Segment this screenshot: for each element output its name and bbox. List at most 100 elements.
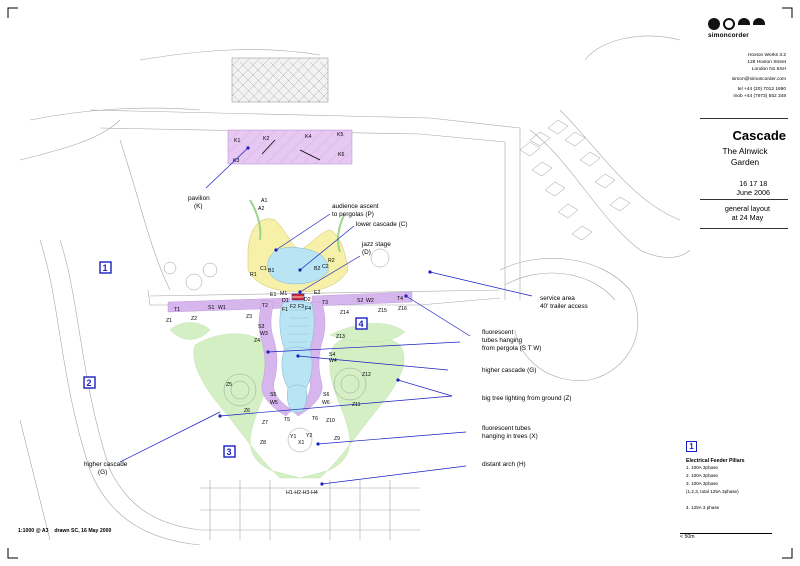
svg-text:pavilion: pavilion — [188, 195, 210, 202]
code-y1: Y1 — [290, 434, 296, 440]
tree-circles — [163, 248, 390, 453]
code-w4: W4 — [329, 358, 337, 364]
project-subtitle: The Alnwick Garden — [722, 146, 768, 167]
project-date: 16 17 18 June 2006 — [736, 179, 770, 197]
scale-line — [680, 533, 772, 534]
divider — [700, 228, 788, 229]
code-e1: E1 — [270, 292, 276, 298]
code-s5: S5 — [270, 392, 276, 398]
code-z3: Z3 — [246, 314, 252, 320]
code-k6: K6 — [338, 152, 344, 158]
code-z10: Z10 — [326, 418, 335, 424]
logo-dot-icon — [708, 18, 720, 30]
code-z15: Z15 — [378, 308, 387, 314]
legend-heading: Electrical Feeder Pillars — [686, 458, 745, 464]
code-w1: W1 — [218, 305, 226, 311]
svg-text:fluorescent tubes: fluorescent tubes — [482, 425, 531, 432]
callout-lower-cascade: lower cascade (C) — [356, 221, 408, 228]
svg-text:tubes hanging: tubes hanging — [482, 337, 523, 344]
code-s4: S4 — [329, 352, 335, 358]
stage-marker — [291, 293, 305, 301]
amphitheatre — [247, 199, 349, 293]
code-w5: W5 — [270, 400, 278, 406]
code-z16: Z16 — [398, 306, 407, 312]
logo-half-dot-icon — [753, 18, 765, 30]
project-description: general layout at 24 May — [724, 204, 770, 222]
code-t6: T6 — [312, 416, 318, 422]
code-z6: Z6 — [244, 408, 250, 414]
code-d1: D1 — [282, 298, 289, 304]
legend: 1 Electrical Feeder Pillars 1. 100A 3pha… — [686, 436, 786, 512]
code-z2: Z2 — [191, 316, 197, 322]
code-z4: Z4 — [254, 338, 260, 344]
svg-text:3: 3 — [227, 447, 232, 457]
firm-name: simoncorder — [708, 32, 749, 39]
pillar-box-2: 2 — [83, 376, 96, 389]
code-t3: T3 — [322, 300, 328, 306]
hatch-lines — [231, 57, 329, 103]
svg-text:40' trailer access: 40' trailer access — [540, 303, 588, 310]
callout-service-area: service area 40' trailer access — [540, 295, 588, 310]
code-k2: K2 — [263, 136, 269, 142]
callout-fluorescent-trees: fluorescent tubes hanging in trees (X) — [482, 425, 538, 440]
code-z1: Z1 — [166, 318, 172, 324]
pillar-box-3: 3 — [223, 445, 236, 458]
callout-higher-cascade-right: higher cascade (G) — [482, 367, 536, 374]
code-z14: Z14 — [340, 310, 349, 316]
pillar-box-1: 1 — [99, 261, 112, 274]
callout-distant-arch: distant arch (H) — [482, 461, 526, 468]
callout-fluorescent-pergola: fluorescent tubes hanging from pergola (… — [482, 329, 541, 352]
legend-item: 3. 100A 3phase — [686, 481, 718, 486]
scale-bar: < 50m — [680, 528, 772, 540]
divider — [700, 199, 788, 200]
project-title: Cascade — [732, 128, 786, 143]
code-d2: D2 — [304, 297, 311, 303]
scale-label: < 50m — [680, 534, 695, 540]
svg-text:to pergolas (P): to pergolas (P) — [332, 211, 374, 218]
svg-text:higher cascade (G): higher cascade (G) — [482, 367, 536, 374]
svg-text:from pergola (S T W): from pergola (S T W) — [482, 345, 541, 352]
divider — [700, 118, 788, 119]
code-e2: E2 — [314, 290, 320, 296]
code-c1: C1 — [260, 266, 267, 272]
code-k5: K5 — [337, 132, 343, 138]
code-k4: K4 — [305, 134, 311, 140]
firm-mob: mob +44 (7973) 552 348 — [733, 94, 786, 99]
legend-number: 1 — [686, 441, 697, 452]
code-k1: K1 — [234, 138, 240, 144]
context-linework — [19, 35, 691, 546]
frame-corners — [7, 7, 793, 559]
footer-drawn: drawn SC, 16 May 2000 — [54, 528, 112, 534]
svg-text:(K): (K) — [194, 203, 203, 210]
legend-item: 2. 100A 3phase — [686, 473, 718, 478]
code-w3: W3 — [260, 331, 268, 337]
svg-text:1: 1 — [103, 263, 108, 273]
svg-text:higher cascade: higher cascade — [84, 461, 128, 468]
firm-tel: tel +44 (20) 7012 1690 — [737, 87, 786, 92]
callout-dots — [218, 146, 432, 486]
code-b1: B1 — [268, 268, 274, 274]
legend-item: 1. 100A 3phase — [686, 465, 718, 470]
pavilion-area — [227, 129, 353, 165]
svg-text:fluorescent: fluorescent — [482, 329, 513, 336]
cascade-water — [279, 300, 315, 413]
firm-logo: simoncorder — [708, 18, 784, 46]
firm-email: simon@simoncorder.com — [731, 77, 786, 82]
code-f4: F4 — [305, 306, 311, 312]
code-z8: Z8 — [260, 440, 266, 446]
code-f1: F1 — [282, 307, 288, 313]
code-s2: S2 — [357, 298, 363, 304]
code-x1: X1 — [298, 440, 304, 446]
code-w6: W6 — [322, 400, 330, 406]
code-z12: Z12 — [362, 372, 371, 378]
callout-pavilion: pavilion (K) — [188, 195, 210, 210]
code-z5: Z5 — [226, 382, 232, 388]
code-k3: K3 — [233, 158, 239, 164]
svg-text:audience ascent: audience ascent — [332, 203, 379, 210]
svg-text:big tree lighting from ground: big tree lighting from ground (Z) — [482, 395, 572, 402]
svg-text:jazz stage: jazz stage — [361, 241, 391, 248]
logo-ring-icon — [723, 18, 735, 30]
code-z7: Z7 — [262, 420, 268, 426]
svg-text:(G): (G) — [98, 469, 107, 476]
